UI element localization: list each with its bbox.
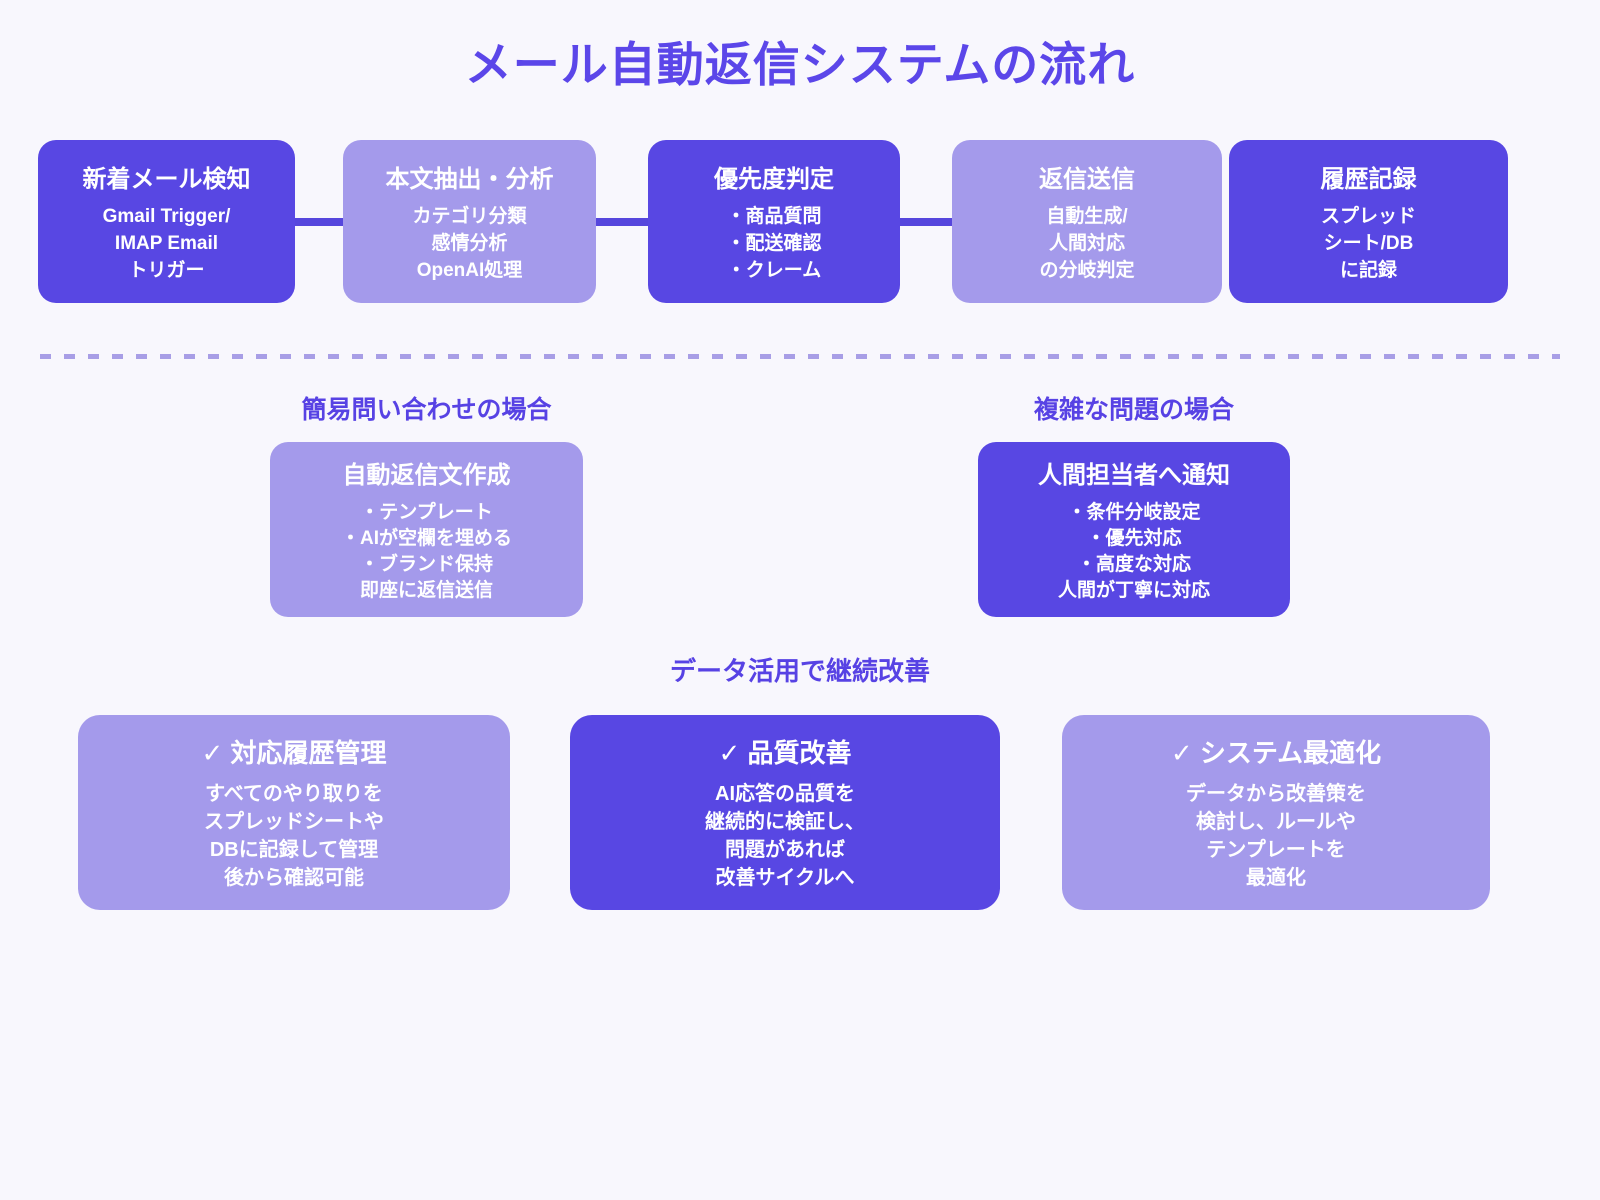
- flow-step-line: ・クレーム: [726, 260, 822, 281]
- improvement-card-line: 改善サイクルへ: [715, 867, 855, 889]
- flow-step-line: Gmail Trigger/: [102, 206, 231, 227]
- flow-step-line: ・配送確認: [726, 233, 822, 254]
- branch-box-auto-reply: 自動返信文作成 ・テンプレート ・AIが空欄を埋める ・ブランド保持 即座に返信…: [270, 442, 583, 617]
- branch-box-line: 人間が丁寧に対応: [1057, 580, 1210, 601]
- flow-step-line: の分岐判定: [1039, 260, 1135, 281]
- branch-box-notify-human: 人間担当者へ通知 ・条件分岐設定 ・優先対応 ・高度な対応 人間が丁寧に対応: [978, 442, 1290, 617]
- flow-connector: [295, 218, 343, 226]
- improvement-card-title: ✓ システム最適化: [1170, 738, 1382, 768]
- flow-step-line: OpenAI処理: [416, 260, 523, 281]
- branch-box-line: ・ブランド保持: [359, 554, 493, 575]
- flow-step-history-record: 履歴記録 スプレッド シート/DB に記録: [1229, 140, 1508, 303]
- section-divider: [40, 354, 1560, 359]
- flow-step-title: 本文抽出・分析: [385, 166, 554, 193]
- flow-step-line: ・商品質問: [726, 206, 822, 227]
- flow-step-priority-judgement: 優先度判定 ・商品質問 ・配送確認 ・クレーム: [648, 140, 900, 303]
- improvement-card-history-management: ✓ 対応履歴管理 すべてのやり取りを スプレッドシートや DBに記録して管理 後…: [78, 715, 510, 910]
- improvement-card-line: 問題があれば: [725, 839, 845, 861]
- flow-step-body-extraction: 本文抽出・分析 カテゴリ分類 感情分析 OpenAI処理: [343, 140, 596, 303]
- flow-step-line: スプレッド: [1320, 206, 1416, 227]
- flow-connector: [596, 218, 648, 226]
- improvement-card-title: ✓ 品質改善: [718, 738, 852, 768]
- page-title: メール自動返信システムの流れ: [464, 38, 1136, 91]
- flow-connector: [900, 218, 952, 226]
- flow-step-title: 優先度判定: [714, 166, 834, 193]
- flow-step-title: 新着メール検知: [82, 166, 251, 193]
- improvement-card-line: データから改善策を: [1186, 783, 1366, 805]
- branch-box-line: ・高度な対応: [1076, 554, 1191, 575]
- improvement-card-system-optimization: ✓ システム最適化 データから改善策を 検討し、ルールや テンプレートを 最適化: [1062, 715, 1490, 910]
- improvement-card-line: 継続的に検証し、: [705, 811, 865, 833]
- flow-step-line: シート/DB: [1323, 233, 1414, 254]
- branch-box-line: 即座に返信送信: [359, 580, 493, 601]
- improvement-card-title: ✓ 対応履歴管理: [201, 738, 387, 768]
- improvement-card-line: すべてのやり取りを: [205, 783, 383, 805]
- improvement-card-line: AI応答の品質を: [715, 783, 855, 805]
- improvement-card-quality: ✓ 品質改善 AI応答の品質を 継続的に検証し、 問題があれば 改善サイクルへ: [570, 715, 1000, 910]
- flow-step-line: カテゴリ分類: [412, 206, 527, 227]
- flow-step-line: 人間対応: [1048, 233, 1125, 254]
- flow-step-reply-send: 返信送信 自動生成/ 人間対応 の分岐判定: [952, 140, 1222, 303]
- flow-step-new-mail-detection: 新着メール検知 Gmail Trigger/ IMAP Email トリガー: [38, 140, 295, 303]
- branch-label-complex: 複雑な問題の場合: [1033, 396, 1234, 424]
- flow-step-line: トリガー: [128, 260, 205, 281]
- improvement-card-line: 検討し、ルールや: [1196, 811, 1356, 833]
- improvement-card-line: 最適化: [1246, 867, 1306, 889]
- improvement-card-line: テンプレートを: [1206, 839, 1346, 861]
- improvement-card-line: DBに記録して管理: [209, 839, 379, 861]
- flow-step-line: 自動生成/: [1046, 206, 1128, 227]
- branch-box-title: 人間担当者へ通知: [1038, 462, 1230, 489]
- flow-step-title: 返信送信: [1039, 166, 1135, 193]
- improvement-card-line: 後から確認可能: [224, 867, 364, 889]
- improvement-card-line: スプレッドシートや: [204, 811, 384, 833]
- branch-box-line: ・テンプレート: [360, 502, 493, 523]
- branch-box-title: 自動返信文作成: [342, 462, 511, 489]
- flow-step-line: 感情分析: [431, 233, 508, 254]
- branch-box-line: ・優先対応: [1086, 528, 1182, 549]
- flow-step-line: IMAP Email: [114, 233, 219, 254]
- flow-step-title: 履歴記録: [1320, 166, 1417, 193]
- branch-label-simple: 簡易問い合わせの場合: [301, 396, 552, 424]
- branch-box-line: ・条件分岐設定: [1067, 502, 1201, 523]
- flow-step-line: に記録: [1339, 260, 1397, 281]
- improvement-heading: データ活用で継続改善: [669, 656, 930, 686]
- branch-box-line: ・AIが空欄を埋める: [340, 528, 512, 549]
